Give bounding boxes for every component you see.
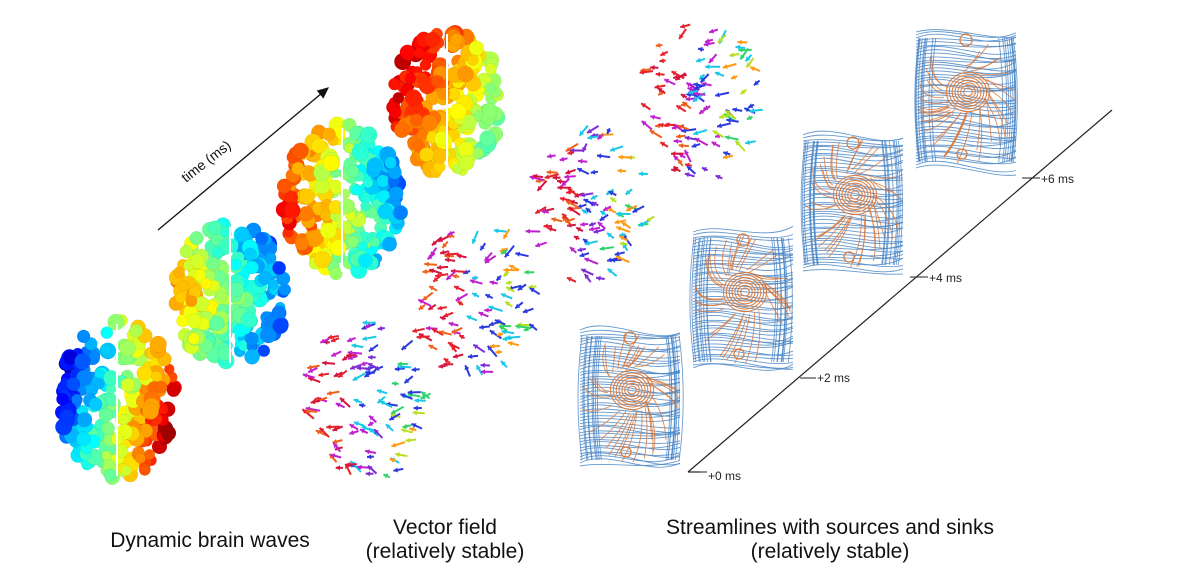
- vector-field-3: [525, 125, 655, 283]
- timeline-tick-3: +6 ms: [1022, 172, 1074, 186]
- caption-streamlines-title: Streamlines with sources and sinks: [666, 516, 994, 539]
- timeline-tick-label: +6 ms: [1041, 172, 1074, 186]
- vector-field-maps: [301, 23, 763, 479]
- streamline-maps: [577, 29, 1018, 468]
- vector-field-4: [639, 23, 763, 180]
- brain-map-4: [386, 24, 506, 179]
- brain-map-2: [168, 217, 292, 370]
- vector-field-2: [412, 228, 541, 377]
- caption-streamlines: Streamlines with sources and sinks (rela…: [620, 516, 1040, 564]
- timeline-tick-label: +2 ms: [817, 371, 850, 385]
- vector-field-1: [301, 320, 431, 479]
- streamline-map-2: [689, 225, 794, 371]
- caption-vector-field: Vector field (relatively stable): [330, 516, 560, 564]
- timeline-tick-0: +0 ms: [700, 469, 741, 483]
- streamline-map-3: [800, 130, 904, 275]
- caption-brain-waves-title: Dynamic brain waves: [110, 529, 310, 552]
- brain-map-1: [54, 313, 182, 486]
- time-arrow-label: time (ms): [178, 137, 234, 186]
- timeline-axis: +0 ms +2 ms +4 ms +6 ms: [687, 109, 1113, 483]
- caption-vector-field-note: (relatively stable): [365, 540, 525, 563]
- timeline-tick-label: +0 ms: [708, 469, 741, 483]
- caption-streamlines-note: (relatively stable): [750, 540, 910, 563]
- timeline-tick-1: +2 ms: [800, 371, 850, 385]
- brain-map-3: [275, 116, 409, 281]
- streamline-map-1: [577, 325, 684, 468]
- brain-wave-maps: [54, 24, 506, 486]
- timeline-tick-2: +4 ms: [910, 271, 962, 285]
- caption-vector-field-title: Vector field: [393, 516, 497, 539]
- caption-brain-waves: Dynamic brain waves: [55, 529, 365, 553]
- streamline-map-4: [914, 29, 1018, 176]
- timeline-tick-label: +4 ms: [929, 271, 962, 285]
